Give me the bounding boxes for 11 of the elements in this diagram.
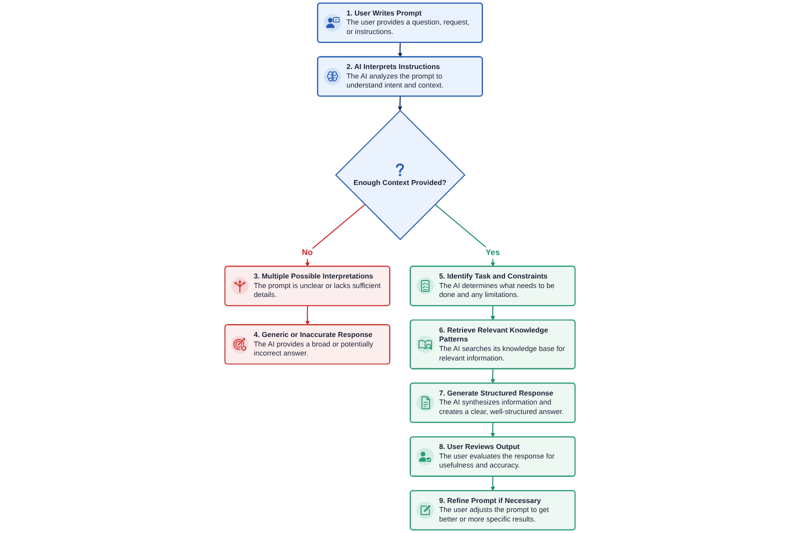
arrow — [490, 422, 496, 438]
arrow — [490, 306, 496, 320]
edge-label: No — [302, 248, 313, 258]
arrow — [434, 204, 496, 267]
arrow — [398, 96, 402, 111]
arrow — [490, 476, 496, 492]
arrow — [490, 368, 496, 384]
edge-label: Yes — [486, 248, 500, 258]
arrow — [398, 42, 402, 58]
arrow — [305, 204, 366, 267]
arrow — [305, 306, 310, 326]
